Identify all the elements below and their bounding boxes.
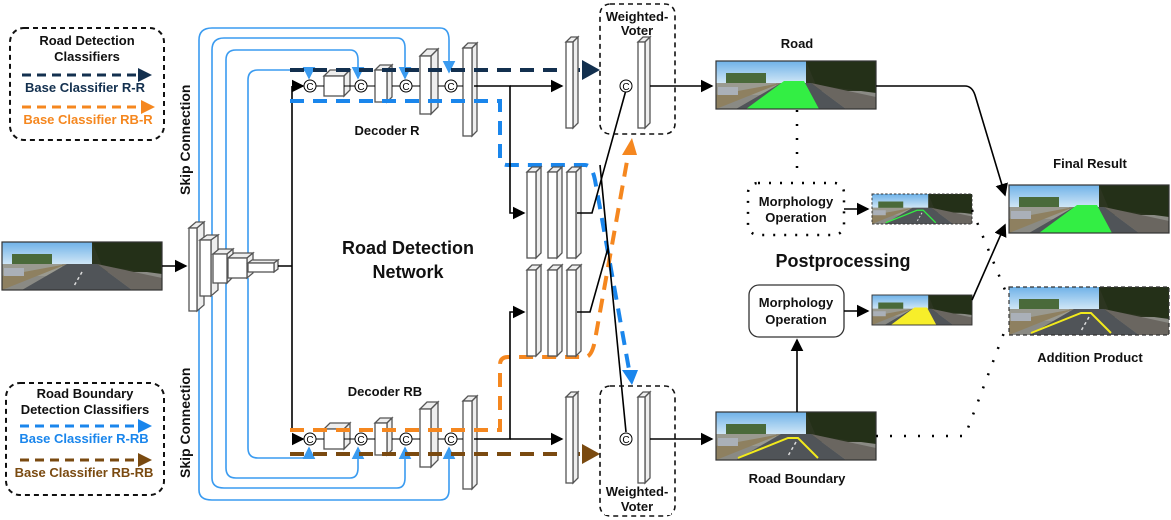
classifier-block [546, 165, 564, 260]
svg-text:C: C [402, 82, 409, 93]
concat-icon: C [444, 79, 458, 93]
decoder-block [418, 47, 440, 116]
voter-label: Weighted- [606, 484, 669, 499]
legend-title: Classifiers [54, 49, 120, 64]
cross-classifier-stacks [525, 35, 583, 485]
legend-item-rbrb: Base Classifier RB-RB [15, 465, 154, 480]
svg-text:C: C [447, 82, 454, 93]
morphology-label: Morphology [759, 295, 834, 310]
classifier-rbr-path [290, 149, 631, 432]
arrow-icon [582, 444, 600, 464]
concat-icon: C [444, 432, 458, 446]
decoder-block [322, 68, 352, 98]
voter-block [636, 35, 652, 130]
concat-icon: C [354, 79, 368, 93]
legend-title: Road Boundary [37, 386, 135, 401]
arrow-icon [622, 370, 638, 385]
voter-label: Voter [621, 23, 653, 38]
arrow-icon [138, 68, 152, 82]
concat-icon: C [399, 432, 413, 446]
voter-block [636, 390, 652, 485]
decoder-block [461, 394, 479, 491]
concat-icon: C [619, 432, 633, 446]
input-image [1, 241, 163, 291]
morphology-label: Operation [765, 210, 826, 225]
morphology-label: Operation [765, 312, 826, 327]
classifier-block [546, 263, 564, 358]
classifier-block [564, 35, 580, 130]
legend-road-boundary: Road Boundary Detection Classifiers Base… [5, 382, 165, 496]
legend-item-rr: Base Classifier R-R [25, 80, 146, 95]
addition-product-image [1008, 286, 1170, 336]
voter-internals: CC [619, 35, 652, 485]
legend-title: Road Detection [39, 33, 134, 48]
morphology-dotted-box: Morphology Operation [746, 181, 846, 237]
weighted-voter-bottom: Weighted- Voter [599, 385, 676, 517]
road-output-image [715, 60, 877, 110]
svg-text:C: C [357, 82, 364, 93]
skip-connections [198, 27, 456, 501]
road-label: Road [781, 36, 814, 51]
svg-text:C: C [622, 82, 629, 93]
concat-icon: C [303, 432, 317, 446]
classifier-rrb-path [290, 99, 632, 376]
filled-boundary-image [871, 294, 973, 326]
voter-label: Voter [621, 499, 653, 514]
svg-text:C: C [306, 435, 313, 446]
classifier-block [565, 263, 583, 358]
boundary-from-road-image [871, 193, 973, 225]
road-boundary-label: Road Boundary [749, 471, 847, 486]
decoder-block [322, 421, 352, 451]
decoder-block [373, 416, 394, 457]
arrow-icon [582, 60, 600, 80]
concat-icon: C [619, 79, 633, 93]
dotted-connector [970, 209, 1007, 291]
arrow-icon [141, 100, 155, 114]
svg-text:C: C [402, 435, 409, 446]
network-title: Network [372, 262, 444, 282]
morphology-label: Morphology [759, 194, 834, 209]
arrow-icon [622, 138, 637, 155]
road-boundary-image [715, 411, 877, 461]
morphology-box: Morphology Operation [748, 284, 845, 338]
addition-product-label: Addition Product [1037, 350, 1143, 365]
decoder-r-label: Decoder R [354, 123, 420, 138]
decoder-block [418, 400, 440, 469]
skip-connection-label: Skip Connection [177, 85, 193, 195]
svg-text:C: C [447, 435, 454, 446]
final-result-image [1008, 184, 1170, 234]
svg-text:C: C [622, 435, 629, 446]
concat-icon: C [399, 79, 413, 93]
classifier-block [565, 165, 583, 260]
arrow-icon [138, 419, 152, 433]
svg-text:C: C [357, 435, 364, 446]
classifier-block [564, 390, 580, 485]
network-title: Road Detection [342, 238, 474, 258]
final-result-label: Final Result [1053, 156, 1127, 171]
dotted-connector [876, 329, 1007, 438]
arrow-icon [138, 453, 152, 467]
svg-text:C: C [306, 82, 313, 93]
classifier-block [525, 165, 543, 260]
postprocessing-label: Postprocessing [775, 251, 910, 271]
classifier-block [525, 263, 543, 358]
weighted-voter-top: Weighted- Voter [599, 3, 676, 135]
decoder-block [461, 41, 479, 138]
voter-label: Weighted- [606, 9, 669, 24]
encoder [187, 220, 280, 313]
skip-connection-label: Skip Connection [177, 368, 193, 478]
concat-icon: C [354, 432, 368, 446]
legend-title: Detection Classifiers [21, 402, 150, 417]
legend-item-rrb: Base Classifier R-RB [19, 431, 148, 446]
legend-item-rbr: Base Classifier RB-R [23, 112, 153, 127]
concat-icon: C [303, 79, 317, 93]
decoder-rb-label: Decoder RB [348, 384, 422, 399]
legend-road-detection: Road Detection Classifiers Base Classifi… [9, 27, 165, 141]
